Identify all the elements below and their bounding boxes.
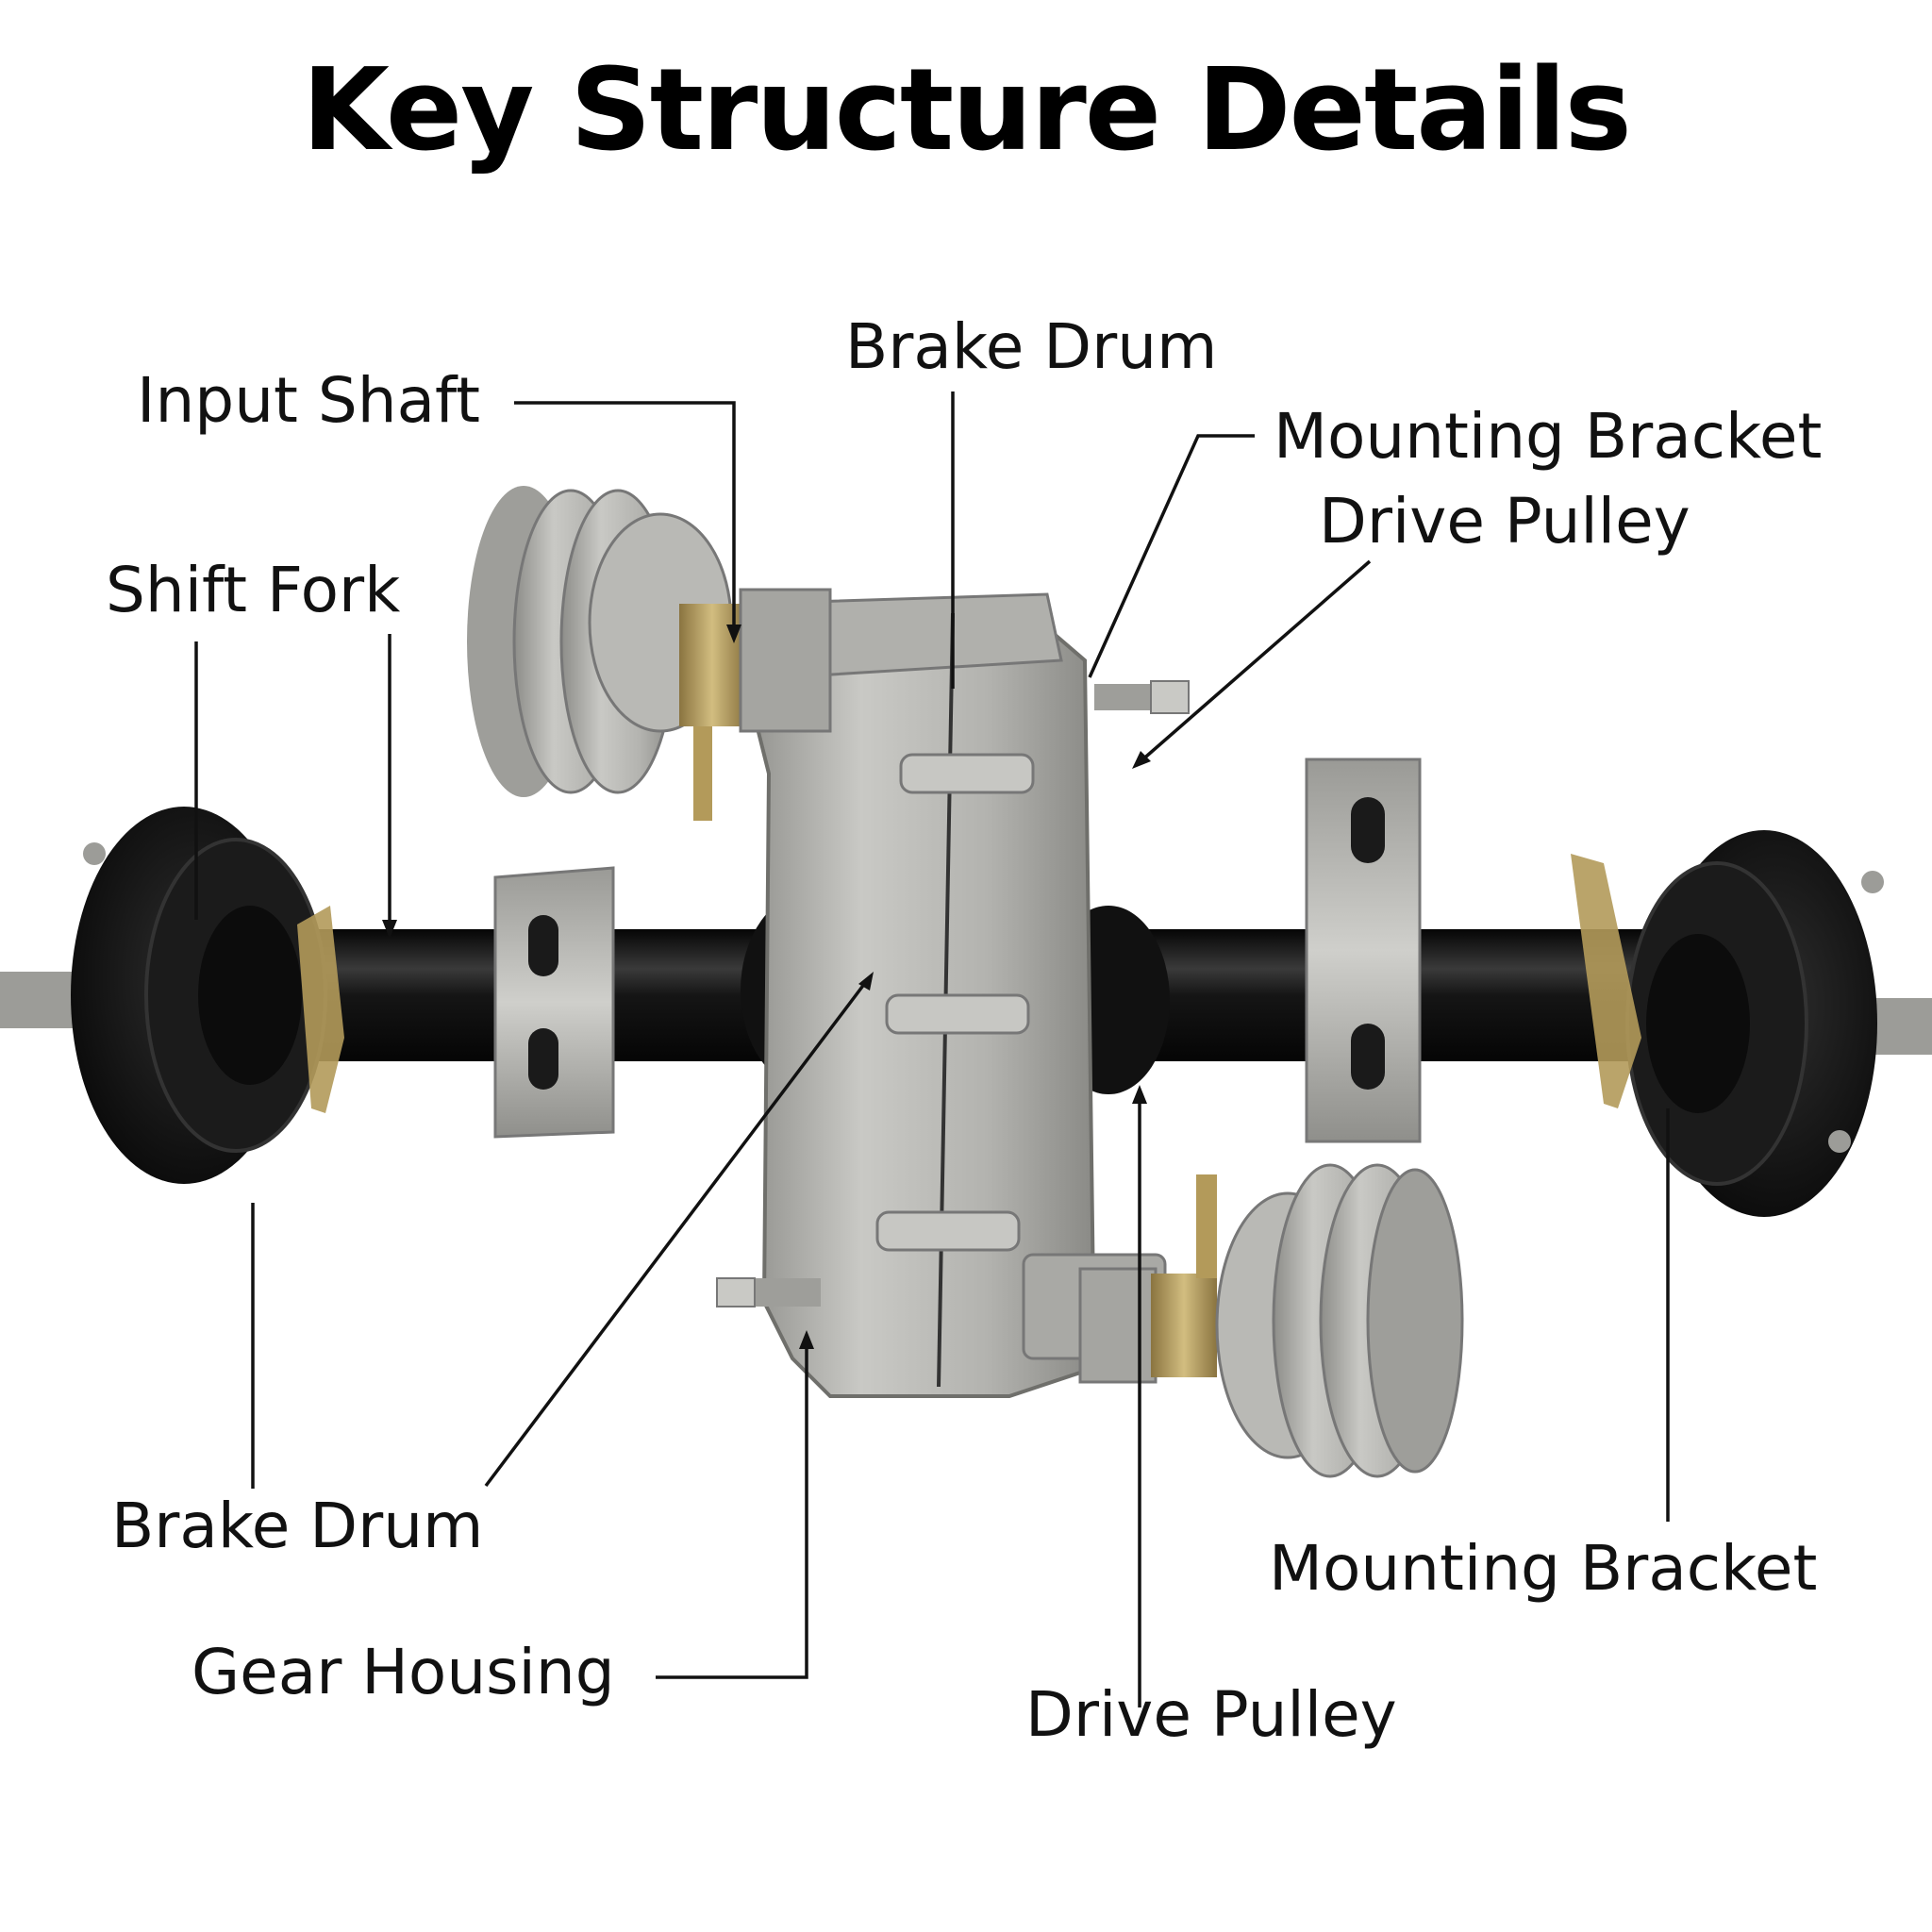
bottom-drive-pulley bbox=[1078, 1163, 1464, 1478]
leader-input-shaft bbox=[514, 401, 736, 634]
label-drive-pulley-bottom: Drive Pulley bbox=[1025, 1678, 1397, 1751]
arrowhead-gear-housing bbox=[799, 1330, 814, 1349]
leader-gear-housing bbox=[656, 1340, 808, 1679]
label-input-shaft: Input Shaft bbox=[137, 364, 480, 437]
label-mounting-bracket-bottom: Mounting Bracket bbox=[1269, 1532, 1818, 1605]
leader-drive-pulley-top bbox=[1138, 559, 1372, 764]
gear-housing-body bbox=[716, 592, 1190, 1398]
arrowhead-drive-pulley-top bbox=[1132, 751, 1151, 769]
label-drive-pulley-top: Drive Pulley bbox=[1319, 485, 1690, 558]
leader-arrowheads bbox=[382, 625, 1151, 1349]
arrowhead-input-shaft bbox=[726, 625, 741, 643]
arrowhead-gear-housing-pointer bbox=[858, 972, 874, 991]
right-mounting-bracket bbox=[1305, 758, 1422, 1143]
page-title: Key Structure Details bbox=[302, 45, 1632, 176]
leader-mounting-bracket-top bbox=[1088, 434, 1255, 678]
left-mounting-bracket bbox=[493, 866, 615, 1139]
leader-gear-housing-pointer bbox=[484, 977, 870, 1488]
arrowhead-shift-fork bbox=[382, 920, 397, 939]
left-brake-drum bbox=[71, 807, 344, 1184]
label-brake-drum-bottom: Brake Drum bbox=[111, 1490, 484, 1562]
label-gear-housing: Gear Housing bbox=[192, 1636, 615, 1708]
label-brake-drum-top: Brake Drum bbox=[845, 310, 1218, 383]
top-drive-pulley bbox=[467, 486, 832, 821]
label-shift-fork: Shift Fork bbox=[106, 554, 401, 626]
label-mounting-bracket-top: Mounting Bracket bbox=[1274, 400, 1823, 473]
leader-lines bbox=[194, 391, 1670, 1707]
arrowhead-drive-pulley-bottom bbox=[1132, 1085, 1147, 1104]
right-brake-drum bbox=[1571, 830, 1884, 1217]
